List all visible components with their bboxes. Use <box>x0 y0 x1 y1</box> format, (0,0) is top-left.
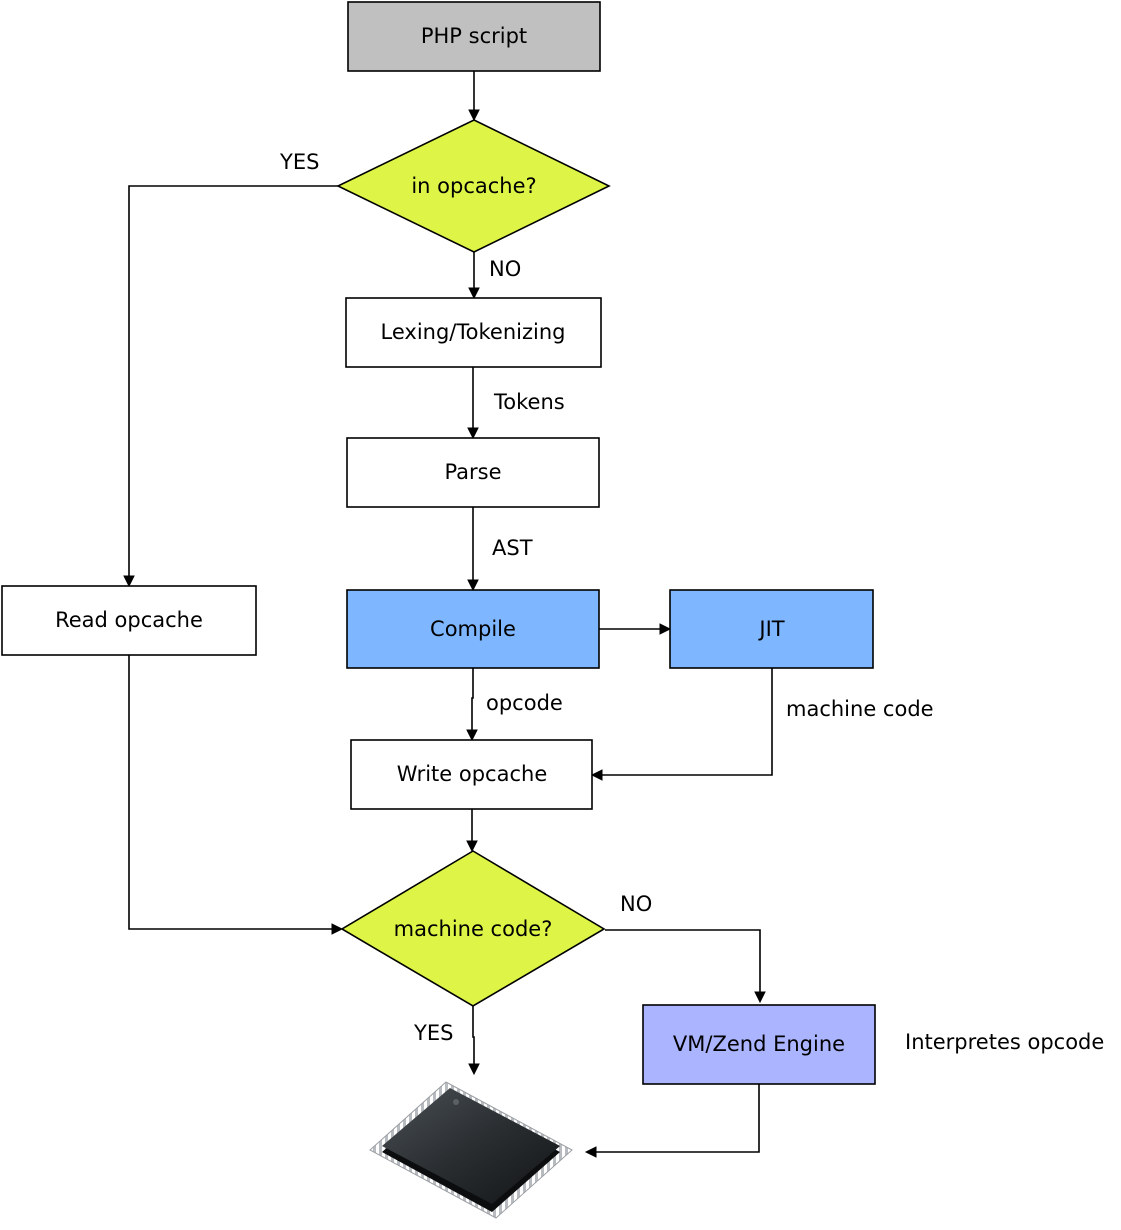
label-interpretes-opcode: Interpretes opcode <box>905 1030 1104 1054</box>
node-parse-label: Parse <box>444 460 501 484</box>
arrow-head <box>467 579 479 592</box>
node-in-opcache-label: in opcache? <box>411 174 536 198</box>
edge-jit-to-write <box>600 668 773 776</box>
node-read-opcache: Read opcache <box>1 585 257 656</box>
label-yes-in-opcache: YES <box>279 150 319 174</box>
label-yes-machine-code: YES <box>413 1021 453 1045</box>
edge-opcache-yes-to-read <box>128 185 338 578</box>
arrow-head <box>468 287 480 300</box>
node-compile: Compile <box>346 589 600 669</box>
arrow-head <box>584 1146 597 1158</box>
arrow-head <box>590 769 603 781</box>
label-ast: AST <box>492 536 533 560</box>
node-compile-shape <box>346 589 600 669</box>
node-machine-code-check: machine code? <box>340 850 606 1007</box>
cpu-chip-notch <box>453 1099 459 1105</box>
node-parse-shape <box>346 437 600 508</box>
node-php-script: PHP script <box>347 1 601 72</box>
edge-vm-to-cpu <box>594 1084 760 1153</box>
label-opcode: opcode <box>486 691 563 715</box>
node-write-opcache: Write opcache <box>350 739 593 810</box>
node-lexing: Lexing/Tokenizing <box>345 297 602 368</box>
arrow-head <box>466 729 478 742</box>
arrow-head <box>468 1063 480 1076</box>
node-write-opcache-label: Write opcache <box>397 762 548 786</box>
node-compile-label: Compile <box>430 617 516 641</box>
node-vm-engine-shape <box>642 1004 876 1085</box>
node-in-opcache-shape <box>336 119 611 253</box>
node-read-opcache-label: Read opcache <box>55 608 203 632</box>
arrow-head <box>467 427 479 440</box>
node-machine-code-check-label: machine code? <box>394 917 553 941</box>
arrow-head <box>466 840 478 853</box>
node-jit: JIT <box>669 589 874 669</box>
label-no-machine-code: NO <box>620 892 652 916</box>
node-parse: Parse <box>346 437 600 508</box>
node-in-opcache: in opcache? <box>336 119 611 253</box>
node-lexing-label: Lexing/Tokenizing <box>381 320 566 344</box>
edge-machine-code-no-to-vm <box>605 929 761 994</box>
edges <box>123 71 773 1158</box>
node-vm-engine: VM/Zend Engine <box>642 1004 876 1085</box>
node-read-opcache-shape <box>1 585 257 656</box>
node-lexing-shape <box>345 297 602 368</box>
node-php-script-shape <box>347 1 601 72</box>
edge-read-to-machine-code-check <box>128 655 334 930</box>
arrow-head <box>468 109 480 122</box>
arrow-head <box>123 575 135 588</box>
edge-machine-code-yes-to-cpu <box>472 1006 475 1066</box>
edge-compile-to-write <box>471 668 474 732</box>
arrow-head <box>331 923 344 935</box>
label-machine-code: machine code <box>786 697 934 721</box>
node-write-opcache-shape <box>350 739 593 810</box>
node-machine-code-check-shape <box>340 850 606 1007</box>
label-tokens: Tokens <box>493 390 565 414</box>
arrow-head <box>754 991 766 1004</box>
arrow-head <box>659 623 672 635</box>
node-vm-engine-label: VM/Zend Engine <box>673 1032 845 1056</box>
label-no-in-opcache: NO <box>489 257 521 281</box>
node-php-script-label: PHP script <box>421 24 527 48</box>
cpu-chip-icon <box>369 1081 573 1219</box>
node-jit-label: JIT <box>757 617 784 641</box>
cpu-chip-top <box>382 1088 560 1204</box>
node-jit-shape <box>669 589 874 669</box>
edge-labels: YES NO Tokens AST opcode machine code NO… <box>279 150 1104 1054</box>
